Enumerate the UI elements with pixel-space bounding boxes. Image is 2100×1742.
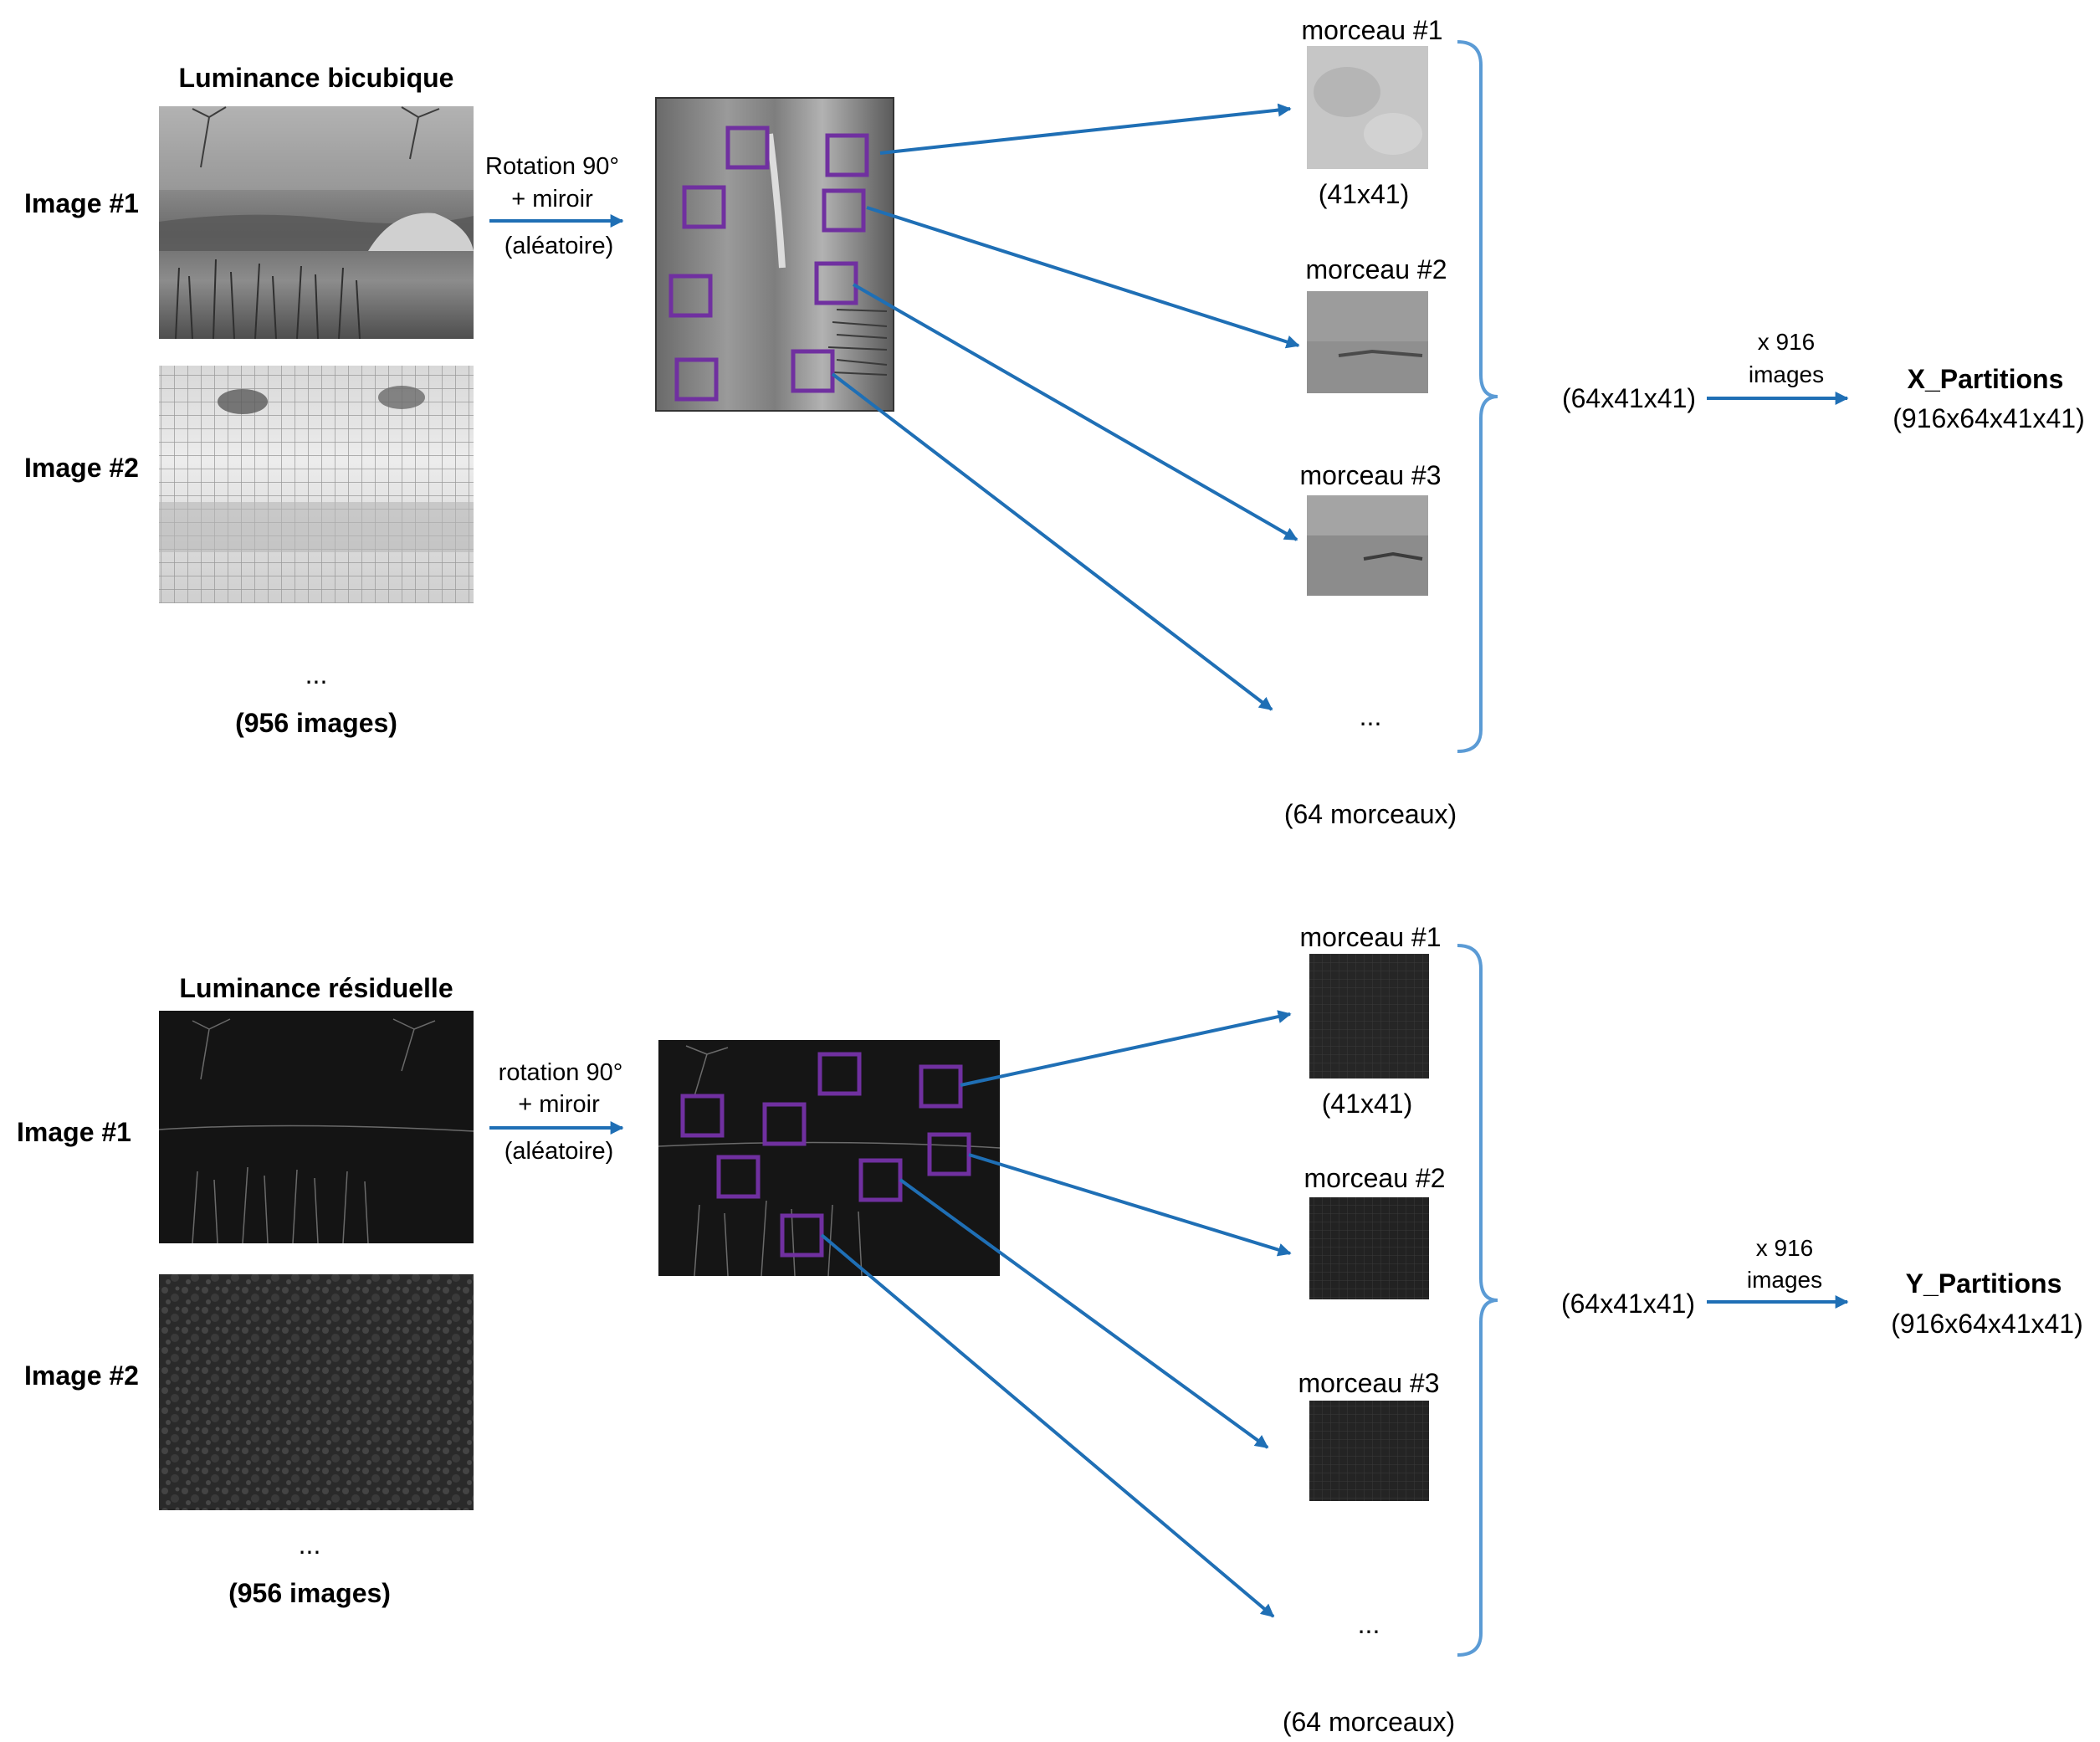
top-transform-label-1: Rotation 90° bbox=[485, 153, 619, 180]
top-image2-label: Image #2 bbox=[24, 453, 139, 483]
bottom-output-shape: (916x64x41x41) bbox=[1891, 1309, 2083, 1339]
top-image1-label: Image #1 bbox=[24, 188, 139, 218]
bottom-multiplier-1: x 916 bbox=[1755, 1235, 1814, 1261]
bottom-transform-label-1: rotation 90° bbox=[498, 1059, 623, 1086]
bottom-image2-label: Image #2 bbox=[24, 1360, 139, 1391]
top-patch1 bbox=[1307, 46, 1428, 169]
bottom-patch3 bbox=[1309, 1401, 1429, 1501]
bottom-rotated-image bbox=[658, 1040, 1001, 1277]
bottom-tensor-shape: (64x41x41) bbox=[1560, 1289, 1696, 1319]
bottom-patch3-label: morceau #3 bbox=[1298, 1368, 1440, 1398]
top-patch2 bbox=[1307, 291, 1428, 393]
bottom-patch1-size: (41x41) bbox=[1321, 1089, 1413, 1119]
bottom-ellipsis: ... bbox=[298, 1529, 321, 1560]
bottom-patch2 bbox=[1309, 1197, 1429, 1299]
top-image1-thumbnail bbox=[159, 106, 474, 340]
top-multiplier-2: images bbox=[1748, 361, 1825, 387]
top-tensor-shape: (64x41x41) bbox=[1561, 383, 1697, 413]
bottom-patch-count: (64 morceaux) bbox=[1282, 1707, 1456, 1737]
top-patch-ellipsis: ... bbox=[1359, 701, 1382, 731]
top-transform-label-3: (aléatoire) bbox=[504, 233, 614, 259]
top-patch1-size: (41x41) bbox=[1318, 179, 1410, 209]
bottom-image1-thumbnail bbox=[158, 1011, 474, 1244]
top-crop-boxes bbox=[668, 126, 869, 402]
bottom-patch1-label: morceau #1 bbox=[1299, 922, 1442, 952]
top-rotated-image bbox=[655, 97, 894, 412]
top-patch3 bbox=[1307, 495, 1428, 596]
bottom-image2-thumbnail bbox=[159, 1274, 474, 1510]
bottom-image1-label: Image #1 bbox=[17, 1117, 131, 1147]
bottom-image-count: (956 images) bbox=[228, 1578, 391, 1608]
top-transform-label-2: + miroir bbox=[511, 186, 593, 213]
bottom-transform-label-3: (aléatoire) bbox=[504, 1138, 614, 1165]
top-output-shape: (916x64x41x41) bbox=[1893, 403, 2085, 433]
braces bbox=[1457, 40, 1498, 1657]
top-multiplier-1: x 916 bbox=[1757, 329, 1816, 355]
top-patch-count: (64 morceaux) bbox=[1283, 799, 1457, 829]
arrows bbox=[489, 103, 1849, 1618]
top-patch1-label: morceau #1 bbox=[1301, 15, 1443, 45]
bottom-heading: Luminance résiduelle bbox=[179, 973, 453, 1003]
top-image-count: (956 images) bbox=[235, 708, 397, 738]
bottom-multiplier-2: images bbox=[1746, 1267, 1823, 1293]
top-output-name: X_Partitions bbox=[1907, 364, 2064, 394]
bottom-patch2-label: morceau #2 bbox=[1304, 1163, 1446, 1193]
top-ellipsis: ... bbox=[305, 659, 328, 689]
bottom-patch-ellipsis: ... bbox=[1357, 1609, 1380, 1639]
bottom-output-name: Y_Partitions bbox=[1905, 1268, 2062, 1299]
top-patch2-label: morceau #2 bbox=[1305, 254, 1447, 284]
top-image2-thumbnail bbox=[159, 366, 474, 603]
bottom-transform-label-2: + miroir bbox=[518, 1091, 600, 1118]
top-heading: Luminance bicubique bbox=[178, 63, 454, 93]
top-patch3-label: morceau #3 bbox=[1299, 460, 1442, 490]
bottom-patch1 bbox=[1309, 954, 1429, 1079]
